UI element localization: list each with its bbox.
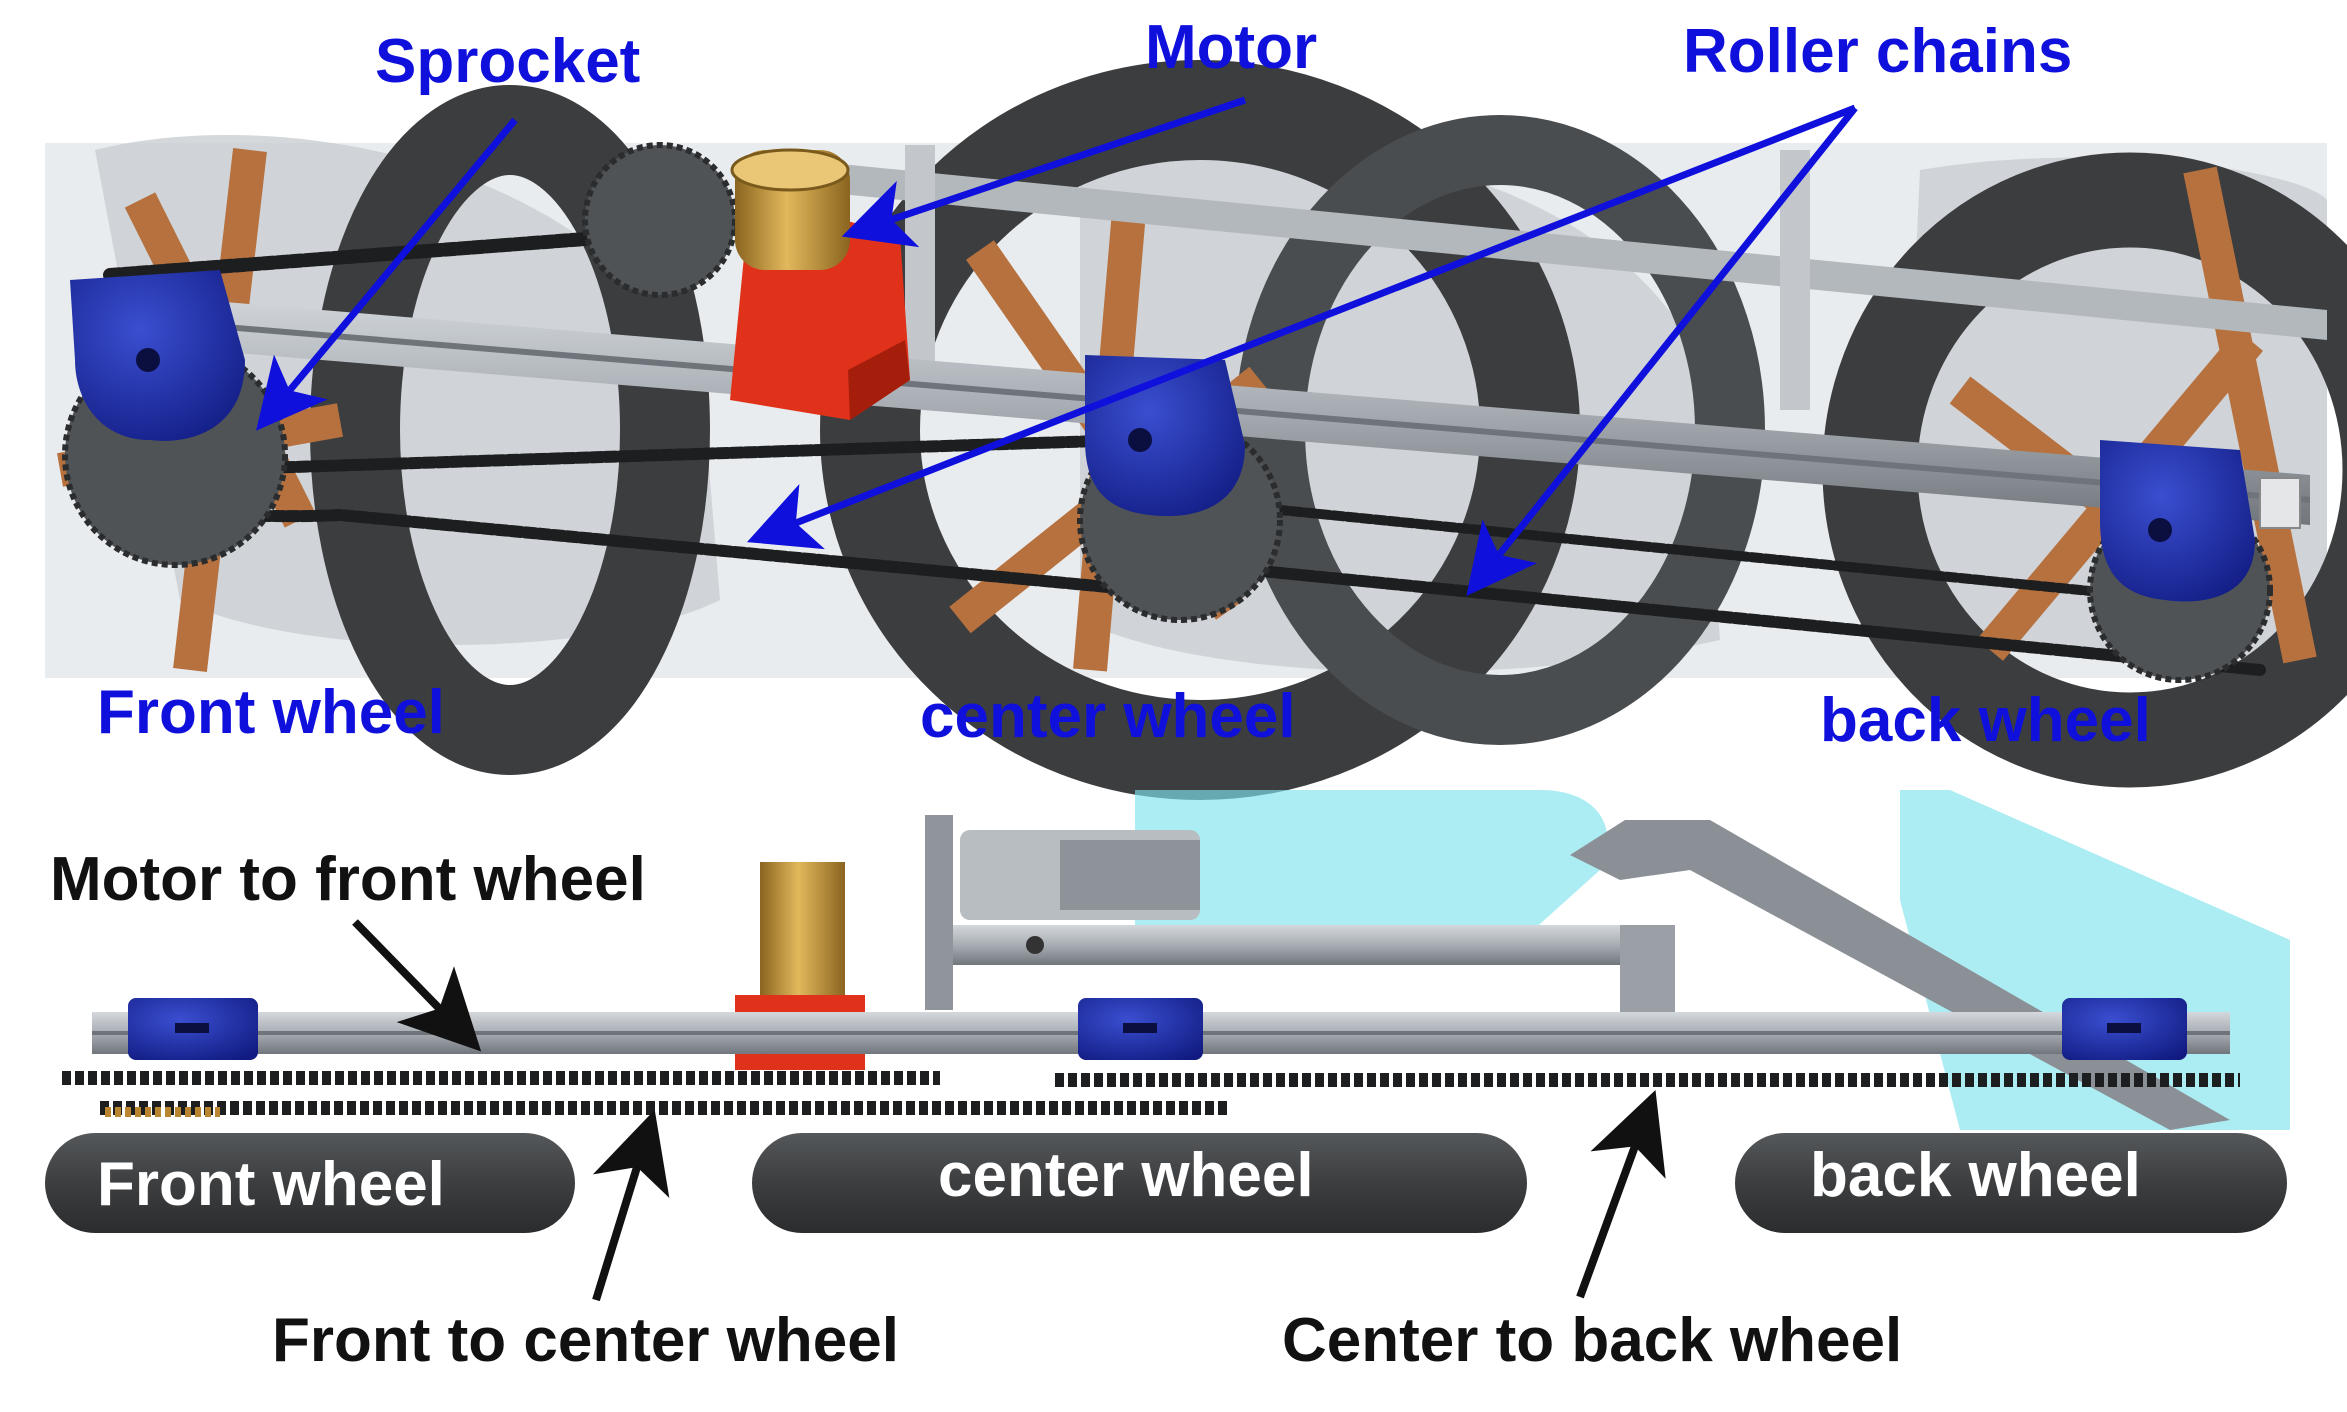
motor-label: Motor: [1145, 13, 1317, 82]
front-bearing-hole: [136, 348, 160, 372]
side-center-wheel-label: center wheel: [938, 1141, 1314, 1210]
motor-bracket-side: [925, 815, 953, 1010]
motor-cap-side: [1060, 840, 1200, 910]
sprocket-arrow: [256, 117, 518, 431]
front-to-center-arrow: [592, 1109, 670, 1302]
body-panel-center: [1135, 790, 1608, 960]
back-bearing-block: [2100, 440, 2255, 602]
front-tire-side: [45, 1133, 575, 1233]
motor-shaft-face: [730, 148, 850, 192]
roller-chain-arrow-1: [746, 104, 1857, 550]
top-back-wheel-label: back wheel: [1820, 686, 2151, 755]
bearing-blocks-top: [70, 270, 2255, 602]
center-tire-side: [752, 1133, 1527, 1233]
roller-chain-arrow-2: [1466, 105, 1858, 596]
rail-endcap: [2259, 477, 2301, 529]
motor-to-front-arrow: [352, 919, 482, 1052]
top-front-wheel-label: Front wheel: [97, 678, 445, 747]
motor-arrow: [841, 96, 1247, 248]
back-tire-side: [1735, 1133, 2287, 1233]
side-front-wheel-label: Front wheel: [97, 1150, 445, 1219]
motor-assembly-top: [730, 148, 910, 420]
top-callout-arrows: [256, 96, 1858, 596]
top-render: [45, 60, 2347, 800]
roller-chains-label: Roller chains: [1683, 17, 2072, 86]
side-view: Front wheel center wheel back wheel: [45, 790, 2290, 1233]
side-callout-arrows: [352, 919, 1666, 1302]
chain-front-to-center-upper: [194, 434, 1136, 476]
vertical-strut-1: [905, 145, 935, 395]
motor-to-front-label: Motor to front wheel: [50, 845, 646, 914]
center-to-back-arrow: [1576, 1089, 1666, 1299]
vertical-strut-2: [1780, 150, 1810, 410]
back-bearing-slot: [2107, 1023, 2141, 1033]
upper-rail: [800, 160, 2327, 340]
front-bearing-slot: [175, 1023, 209, 1033]
back-bearing-hole: [2148, 518, 2172, 542]
center-bearing-hole: [1128, 428, 1152, 452]
upper-rail-bracket: [1620, 925, 1675, 1025]
bearing-blocks-side: [128, 998, 2187, 1060]
motor-can-side: [760, 862, 845, 997]
center-bearing-slot: [1123, 1023, 1157, 1033]
front-to-center-label: Front to center wheel: [272, 1306, 899, 1375]
upper-rail-bolt: [1026, 936, 1044, 954]
upper-rail-side: [930, 925, 1670, 965]
center-to-back-label: Center to back wheel: [1282, 1306, 1902, 1375]
chain-center-to-back: [1144, 554, 2266, 676]
roller-chains-side: [62, 1071, 2240, 1117]
chain-center-to-back-return: [1175, 495, 2185, 605]
sprocket-label: Sprocket: [375, 27, 640, 96]
motor-mount-red-side: [848, 340, 910, 420]
top-center-wheel-label: center wheel: [920, 682, 1296, 751]
side-back-wheel-label: back wheel: [1810, 1141, 2141, 1210]
motor-gear: [582, 142, 738, 298]
tires-side: [45, 1133, 2287, 1233]
